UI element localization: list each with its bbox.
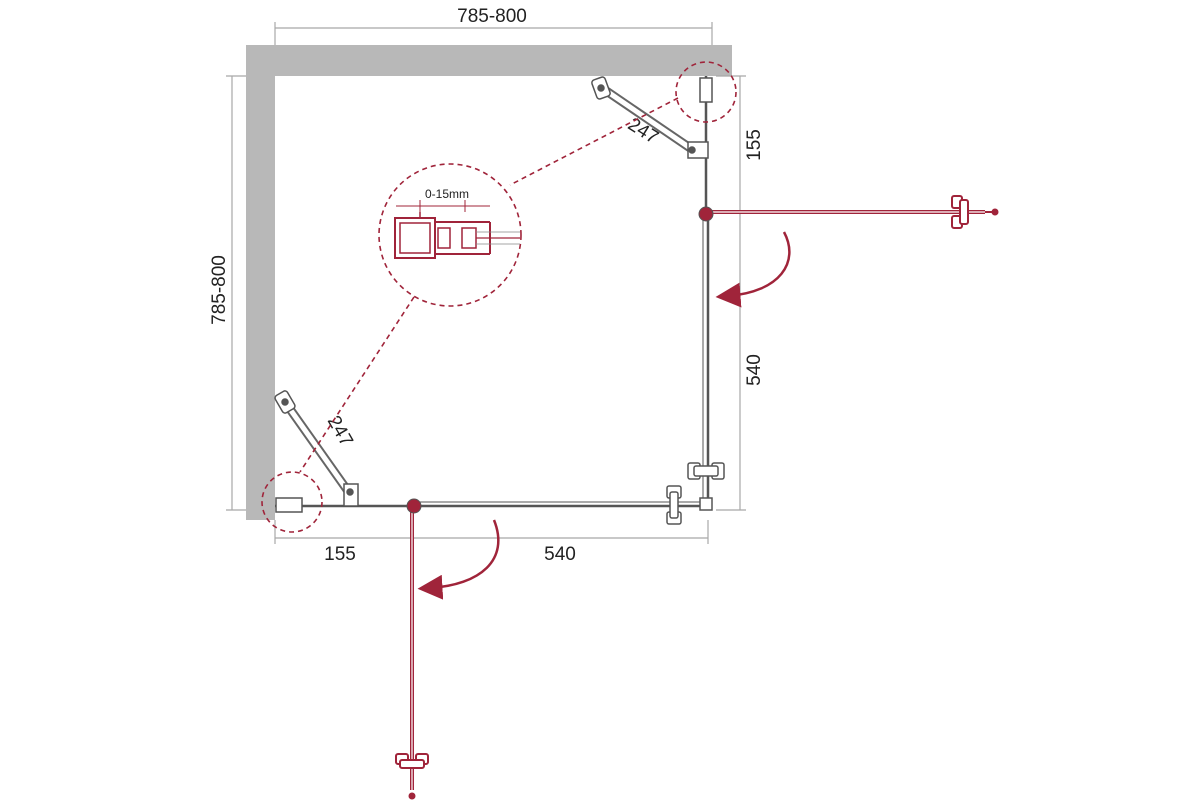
walls <box>246 45 732 520</box>
bottom-door-width-label: 540 <box>544 544 576 565</box>
top-corner-callout <box>675 61 737 123</box>
closed-door-handle-icon <box>666 462 725 525</box>
height-dimension-label: 785-800 <box>209 255 230 325</box>
top-support-strut <box>591 76 709 159</box>
detail-magnifier-circle <box>378 163 522 307</box>
bottom-door-handle-icon <box>395 753 429 800</box>
bottom-door-open-position <box>395 498 429 800</box>
left-strut-length-label: 247 <box>323 412 357 450</box>
back-wall <box>246 45 732 76</box>
left-support-strut <box>274 390 359 507</box>
wall-profile-left <box>275 497 303 513</box>
width-dimension-label: 785-800 <box>457 6 527 27</box>
swing-arrows <box>417 231 791 600</box>
right-door-handle-icon <box>951 195 999 229</box>
top-strut-length-label: 247 <box>624 114 662 149</box>
right-swing-arrow-icon <box>715 231 791 308</box>
detail-profile-section <box>394 200 520 259</box>
detail-adjustment-label: 0-15mm <box>425 187 469 201</box>
detail-callouts <box>261 61 737 533</box>
bottom-swing-arrow-icon <box>417 519 500 600</box>
corner-post <box>699 497 713 511</box>
wall-profile-top <box>699 77 713 103</box>
left-corner-callout <box>261 471 323 533</box>
left-wall <box>246 45 275 520</box>
bottom-door-hinge-icon <box>406 498 422 514</box>
right-door-hinge-icon <box>698 206 714 222</box>
bottom-offset-label: 155 <box>324 544 356 565</box>
right-offset-label: 155 <box>744 129 765 161</box>
right-door-width-label: 540 <box>744 354 765 386</box>
right-door-open-position <box>698 195 999 229</box>
